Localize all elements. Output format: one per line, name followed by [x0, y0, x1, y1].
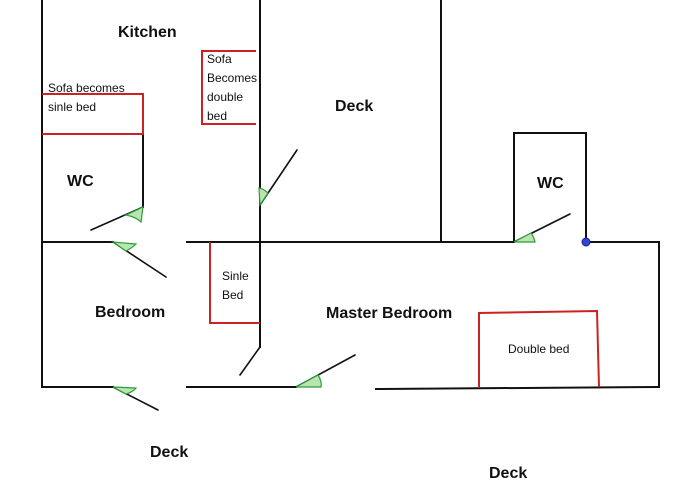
- furniture-label-line: double: [207, 90, 244, 104]
- room-label-deck-bottom-left: Deck: [150, 444, 189, 461]
- bottom-wall-3: [374, 385, 661, 391]
- furniture-label-double-bed: Double bed: [508, 342, 570, 356]
- door-swing-wc-right: [513, 232, 536, 243]
- furniture-label-line: Sinle: [222, 269, 249, 283]
- corner-marker: [581, 237, 591, 247]
- door-swing-master-bottom: [295, 374, 322, 388]
- doors: [90, 149, 571, 411]
- room-label-deck-top: Deck: [335, 98, 374, 115]
- furniture: [42, 50, 600, 388]
- room-label-bedroom: Bedroom: [95, 304, 166, 321]
- door-swing-wc-left: [124, 205, 144, 224]
- furniture-label-line: sinle bed: [48, 100, 97, 114]
- furniture-label-line: Bed: [222, 288, 244, 302]
- sofa-single-outline: [42, 93, 144, 135]
- furniture-label-sofa-double: Sofa Becomes double bed: [207, 50, 257, 126]
- door-swing-bedroom-top: [110, 241, 138, 252]
- furniture-label-line: bed: [207, 109, 228, 123]
- single-bed-outline: [209, 242, 260, 324]
- sofa-double-outline: [201, 50, 256, 125]
- walls: [41, 0, 661, 391]
- furniture-label-sofa-single: Sofa becomes sinle bed: [48, 79, 125, 117]
- room-label-wc-left: WC: [67, 173, 94, 190]
- room-label-master-bedroom: Master Bedroom: [326, 305, 453, 322]
- door-swing-bedroom-bottom: [112, 386, 138, 395]
- furniture-label-line: Sofa becomes: [48, 81, 125, 95]
- door-bedroom-divider: [239, 346, 261, 376]
- double-bed-outline: [478, 309, 600, 388]
- furniture-label-line: Becomes: [207, 71, 258, 85]
- room-label-wc-right: WC: [537, 175, 564, 192]
- furniture-label-single-bed: Sinle Bed: [222, 267, 249, 305]
- room-label-deck-bottom-right: Deck: [489, 465, 528, 482]
- furniture-label-line: Sofa: [207, 52, 232, 66]
- door-swings: [110, 187, 536, 395]
- room-label-kitchen: Kitchen: [118, 24, 177, 41]
- door-swing-deck-top: [258, 187, 269, 207]
